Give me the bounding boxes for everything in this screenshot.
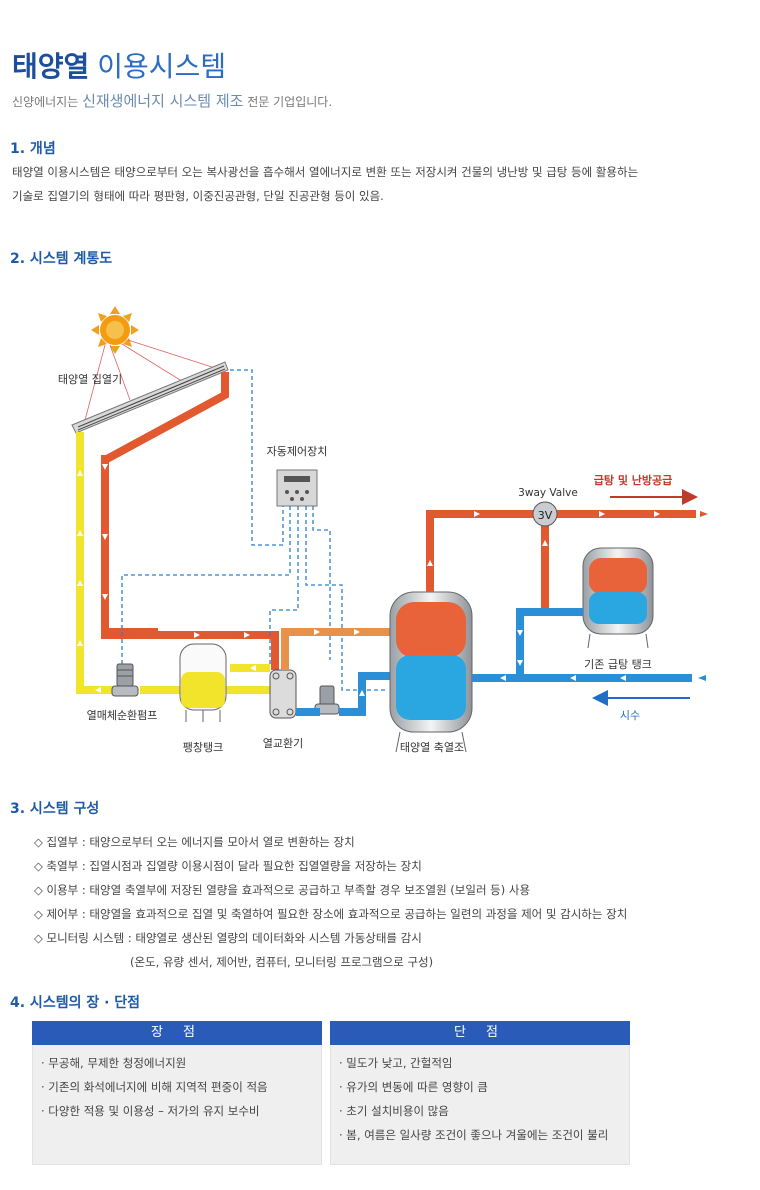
- label-heat-exchanger: 열교환기: [263, 737, 303, 750]
- list-item: ◇ 제어부 : 태양열을 효과적으로 집열 및 축열하여 필요한 장소에 효과적…: [34, 907, 628, 921]
- circulation-pump: [111, 663, 139, 697]
- pros-header: 장 점: [32, 1021, 322, 1045]
- pros-row: · 무공해, 무제한 청정에너지원: [41, 1056, 187, 1070]
- storage-loop-pipes: [281, 628, 392, 716]
- heat-exchanger: [269, 669, 297, 719]
- label-expansion-tank: 팽창탱크: [183, 741, 223, 754]
- controller-box: [276, 469, 318, 507]
- cons-row: · 밀도가 낮고, 간헐적임: [339, 1056, 453, 1070]
- cold-water-pipes: [472, 608, 706, 706]
- section1-line1: 태양열 이용시스템은 태양으로부터 오는 복사광선을 흡수해서 열에너지로 변환…: [12, 165, 639, 179]
- pros-table: 장 점 · 무공해, 무제한 청정에너지원 · 기존의 화석에너지에 비해 지역…: [32, 1021, 322, 1165]
- pros-row: · 다양한 적용 및 이용성 – 저가의 유지 보수비: [41, 1104, 260, 1118]
- control-lines: [121, 369, 385, 691]
- section3-heading: 3. 시스템 구성: [10, 801, 100, 817]
- list-item-sub: (온도, 유량 센서, 제어반, 컴퓨터, 모니터링 프로그램으로 구성): [130, 955, 434, 969]
- subtitle-post: 전문 기업입니다.: [247, 95, 333, 109]
- label-supply: 급탕 및 난방공급: [594, 473, 673, 487]
- sun-icon: [91, 306, 139, 354]
- section1-heading: 1. 개념: [10, 141, 56, 157]
- pros-row: · 기존의 화석에너지에 비해 지역적 편중이 적음: [41, 1080, 268, 1094]
- component-list: ◇ 집열부 : 태양으로부터 오는 에너지를 모아서 열로 변환하는 장치 ◇ …: [34, 830, 627, 974]
- section2-heading: 2. 시스템 계통도: [10, 251, 113, 267]
- valve-mark: 3V: [538, 509, 553, 522]
- subtitle-pre: 신양에너지는: [12, 95, 79, 109]
- label-city-water: 시수: [620, 709, 640, 722]
- list-item: ◇ 축열부 : 집열시점과 집열량 이용시점이 달라 필요한 집열열량을 저장하…: [34, 859, 422, 873]
- list-item: ◇ 이용부 : 태양열 축열부에 저장된 열량을 효과적으로 공급하고 부족할 …: [34, 883, 531, 897]
- sun-rays: [84, 339, 216, 421]
- system-diagram: 자동제어장치: [58, 306, 708, 754]
- label-existing-tank: 기존 급탕 탱크: [584, 658, 652, 671]
- page-title-light: 이용시스템: [97, 50, 227, 83]
- cons-row: · 봄, 여름은 일사량 조건이 좋으나 겨울에는 조건이 불리: [339, 1128, 609, 1142]
- cons-body: · 밀도가 낮고, 간헐적임 · 유가의 변동에 따른 영향이 큼 · 초기 설…: [330, 1045, 630, 1165]
- pros-body: · 무공해, 무제한 청정에너지원 · 기존의 화석에너지에 비해 지역적 편중…: [32, 1045, 322, 1165]
- collector-loop-pipes: [76, 372, 279, 694]
- storage-tank: [389, 591, 473, 753]
- label-pump: 열매체순환펌프: [87, 709, 158, 722]
- page-subtitle: 신양에너지는 신재생에너지 시스템 제조 전문 기업입니다.: [12, 90, 332, 111]
- cons-table: 단 점 · 밀도가 낮고, 간헐적임 · 유가의 변동에 따른 영향이 큼 · …: [330, 1021, 630, 1165]
- secondary-pump: [314, 685, 340, 715]
- three-way-valve: 3V: [532, 501, 558, 527]
- subtitle-highlight: 신재생에너지 시스템 제조: [82, 92, 244, 110]
- page-title-bold: 태양열: [12, 50, 90, 83]
- label-controller: 자동제어장치: [267, 445, 328, 458]
- label-valve: 3way Valve: [518, 487, 578, 499]
- existing-tank: [582, 547, 654, 649]
- list-item: ◇ 모니터링 시스템 : 태양열로 생산된 열량의 데이터화와 시스템 가동상태…: [34, 931, 422, 945]
- section4-heading: 4. 시스템의 장 · 단점: [10, 995, 141, 1011]
- cons-row: · 초기 설치비용이 많음: [339, 1104, 449, 1118]
- cons-row: · 유가의 변동에 따른 영향이 큼: [339, 1080, 488, 1094]
- label-collector: 태양열 집열기: [58, 373, 122, 386]
- label-storage-tank: 태양열 축열조: [400, 741, 464, 754]
- expansion-tank: [179, 643, 227, 722]
- section1-line2: 기술로 집열기의 형태에 따라 평판형, 이중진공관형, 단일 진공관형 등이 …: [12, 189, 384, 203]
- solar-collector: [71, 361, 229, 434]
- cons-header: 단 점: [330, 1021, 630, 1045]
- supply-pipes: [426, 489, 708, 616]
- list-item: ◇ 집열부 : 태양으로부터 오는 에너지를 모아서 열로 변환하는 장치: [34, 835, 355, 849]
